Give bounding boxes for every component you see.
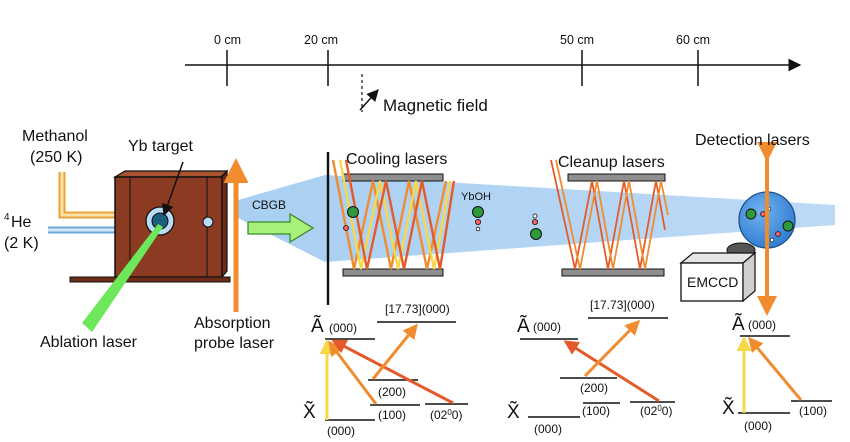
cooling-x000-label: (000) — [327, 424, 355, 438]
cooling-lasers-label: Cooling lasers — [346, 151, 447, 168]
yb-target-pointer — [161, 161, 184, 217]
cleanup-level-diagram: Ã (000) [17.73](000) (200) (100) (0200) … — [507, 298, 675, 436]
cleanup-upper-label: [17.73](000) — [590, 298, 655, 312]
cooling-x-symbol: X̃ — [303, 401, 316, 423]
cooling-laser-orange — [331, 159, 448, 270]
cooling-level-diagram: Ã (000) [17.73](000) (200) (100) (0200) … — [303, 302, 468, 438]
detection-lasers-label: Detection lasers — [695, 132, 810, 149]
magnetic-field-label: Magnetic field — [383, 96, 488, 115]
cleanup-region — [550, 159, 669, 277]
cleanup-200-label: (200) — [580, 381, 608, 395]
methanol-label: Methanol — [22, 128, 88, 145]
molecule — [760, 211, 766, 217]
detection-region — [738, 142, 796, 316]
axis-label-0: 0 cm — [214, 33, 241, 47]
cooling-a000-label: (000) — [329, 321, 357, 335]
molecule — [343, 225, 349, 231]
ybo-h-oxygen — [474, 218, 481, 225]
cleanup-laser-red — [550, 159, 666, 270]
absorption-label-1: Absorption — [194, 315, 271, 332]
molecule — [532, 213, 538, 219]
cooling-mirror-bottom — [342, 268, 444, 277]
cleanup-x-symbol: X̃ — [507, 401, 520, 423]
methanol-line — [58, 172, 118, 219]
molecule — [347, 206, 359, 218]
cooling-upper-label: [17.73](000) — [385, 302, 450, 316]
cleanup-laser-orange — [555, 159, 669, 270]
emccd-camera: EMCCD — [679, 242, 757, 303]
magnetic-field-marker: Magnetic field — [359, 74, 488, 115]
molecule — [530, 228, 542, 240]
ybo-h-molecule — [472, 206, 484, 218]
detection-a000-label: (000) — [748, 318, 776, 332]
helium-label: He — [11, 214, 32, 231]
molecules — [343, 206, 542, 240]
yb-target-label: Yb target — [128, 138, 193, 155]
axis-label-60: 60 cm — [676, 33, 710, 47]
cooling-region — [331, 159, 456, 277]
detection-transition-100 — [748, 336, 803, 401]
cbgb-label: CBGB — [252, 198, 286, 212]
cleanup-x000-label: (000) — [534, 422, 562, 436]
cbgb-arrow — [247, 212, 315, 244]
molecule — [769, 237, 775, 243]
cleanup-transition-200 — [583, 319, 641, 378]
cleanup-0200-label: (0200) — [640, 404, 672, 419]
detection-100-label: (100) — [799, 404, 827, 418]
cooling-mirror-top — [342, 173, 444, 182]
ablation-laser-beam — [82, 224, 163, 332]
molecular-beam — [238, 175, 835, 262]
detection-x-symbol: X̃ — [722, 397, 735, 419]
cleanup-mirror-top — [567, 173, 666, 182]
detection-level-diagram: Ã (000) (100) X̃ (000) — [722, 313, 832, 433]
magnetic-field-arrow — [359, 89, 379, 111]
axis-label-50: 50 cm — [560, 33, 594, 47]
cooling-100-label: (100) — [378, 408, 406, 422]
ybo-h-label: YbOH — [461, 191, 491, 203]
helium-superscript: 4 — [4, 212, 10, 223]
ablation-laser-label: Ablation laser — [40, 334, 138, 351]
cleanup-lasers-label: Cleanup lasers — [558, 154, 665, 171]
cooling-transition-200 — [371, 323, 418, 380]
molecule — [745, 208, 757, 220]
axis-label-20: 20 cm — [304, 33, 338, 47]
cell-aperture — [202, 216, 214, 228]
cooling-laser-yellow — [338, 159, 452, 270]
cooling-0200-label: (0200) — [430, 408, 462, 423]
cooling-transition-0200 — [331, 339, 454, 405]
distance-axis: 0 cm 20 cm 50 cm 60 cm — [185, 33, 802, 86]
cooling-a-symbol: Ã — [311, 315, 324, 337]
methanol-temp-label: (250 K) — [30, 149, 82, 166]
cooling-200-label: (200) — [378, 385, 406, 399]
molecule — [775, 231, 781, 237]
cleanup-transition-0200 — [563, 340, 660, 403]
cleanup-100-label: (100) — [582, 404, 610, 418]
molecule — [532, 218, 539, 225]
absorption-label-2: probe laser — [194, 335, 275, 352]
molecule — [782, 220, 794, 232]
detection-a-symbol: Ã — [732, 313, 745, 335]
cleanup-a-symbol: Ã — [517, 315, 530, 337]
helium-temp-label: (2 K) — [4, 235, 39, 252]
emccd-label: EMCCD — [687, 274, 738, 290]
ybo-h-hydrogen — [475, 226, 481, 232]
cooling-laser-red — [344, 159, 456, 270]
cleanup-a000-label: (000) — [533, 320, 561, 334]
cleanup-mirror-bottom — [561, 268, 665, 277]
detection-x000-label: (000) — [744, 419, 772, 433]
